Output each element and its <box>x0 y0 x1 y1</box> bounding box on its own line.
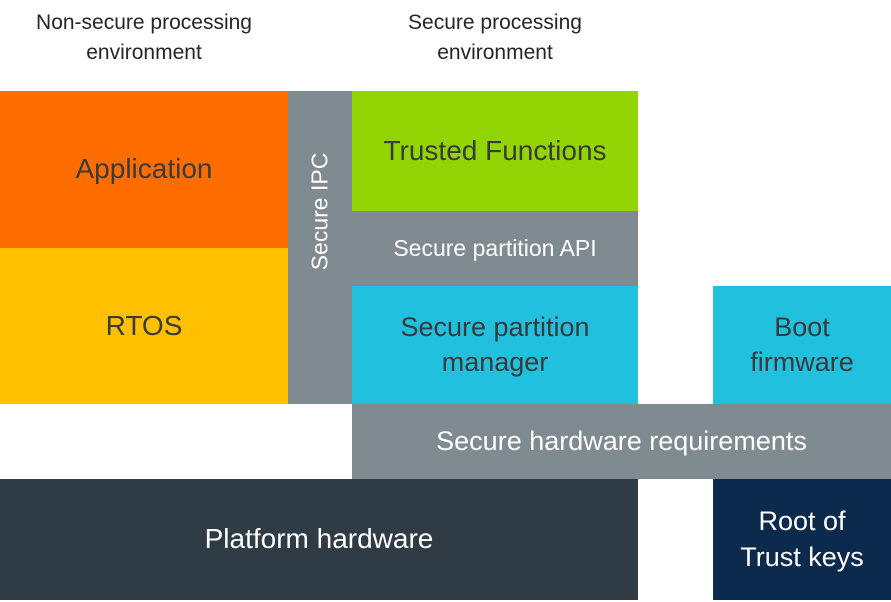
platform-hardware-block: Platform hardware <box>0 479 638 600</box>
secure-partition-manager-label: Secure partition manager <box>400 311 590 377</box>
root-of-trust-keys-block: Root of Trust keys <box>713 479 891 600</box>
secure-partition-api-label: Secure partition API <box>393 234 597 261</box>
application-label: Application <box>75 153 213 185</box>
secure-environment-header: Secure processing environment <box>352 8 638 68</box>
application-block: Application <box>0 91 288 248</box>
platform-hardware-label: Platform hardware <box>204 523 434 555</box>
secure-hardware-requirements-label: Secure hardware requirements <box>436 425 807 456</box>
secure-header-line-1: Secure processing <box>408 11 582 34</box>
rtos-block: RTOS <box>0 248 288 404</box>
secure-header-line-2: environment <box>437 41 553 64</box>
secure-partition-api-block: Secure partition API <box>352 211 638 286</box>
secure-partition-manager-block: Secure partition manager <box>352 286 638 404</box>
non-secure-header-line-1: Non-secure processing <box>36 11 252 34</box>
boot-firmware-label: Boot firmware <box>750 311 854 377</box>
trusted-functions-block: Trusted Functions <box>352 91 638 211</box>
non-secure-environment-header: Non-secure processing environment <box>0 8 288 68</box>
secure-ipc-block: Secure IPC <box>288 91 352 404</box>
rtos-label: RTOS <box>105 309 183 341</box>
secure-ipc-label: Secure IPC <box>306 152 333 271</box>
secure-hardware-requirements-block: Secure hardware requirements <box>352 404 891 479</box>
trusted-functions-label: Trusted Functions <box>383 134 607 166</box>
root-of-trust-keys-label: Root of Trust keys <box>740 506 864 572</box>
non-secure-header-line-2: environment <box>86 41 202 64</box>
boot-firmware-block: Boot firmware <box>713 286 891 404</box>
